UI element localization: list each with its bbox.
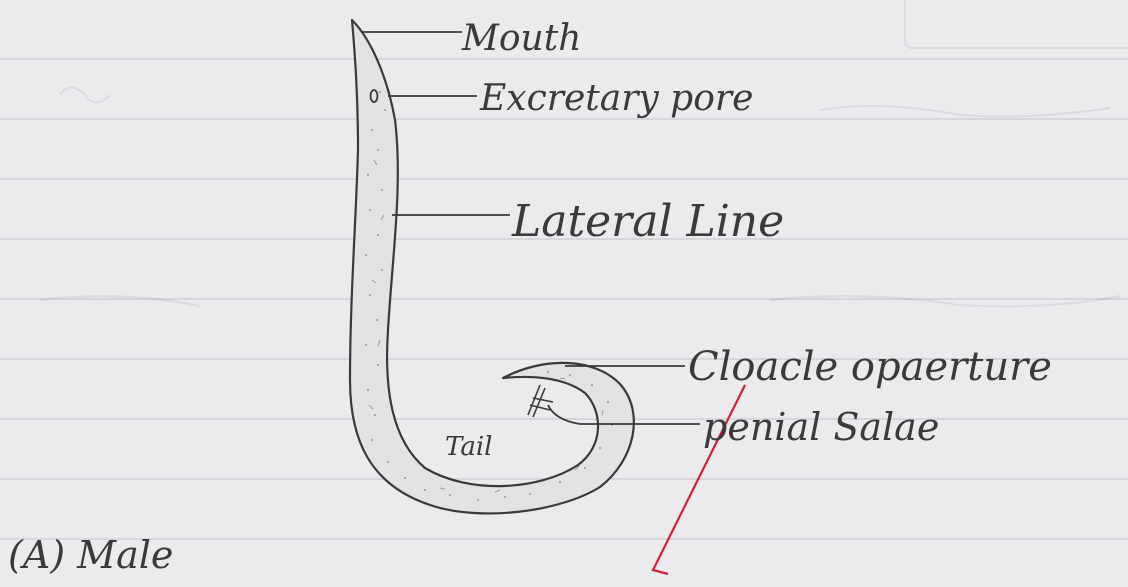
- label-excretory-pore: Excretary pore: [479, 78, 753, 119]
- label-tail: Tail: [445, 432, 492, 462]
- label-mouth: Mouth: [461, 18, 581, 59]
- label-lateral-line: Lateral Line: [511, 196, 784, 247]
- caption-male: (A) Male: [8, 533, 173, 577]
- label-cloaca-aperture: Cloacle opaerture: [688, 344, 1052, 390]
- penial-setae-mark: [528, 385, 553, 417]
- background-bleed: [40, 0, 1128, 306]
- label-penial-setae: penial Salae: [703, 405, 939, 449]
